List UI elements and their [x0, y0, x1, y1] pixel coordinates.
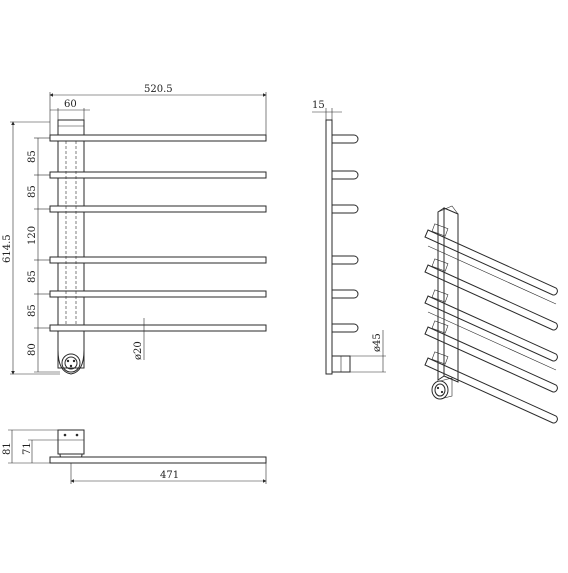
iso-brackets	[431, 223, 449, 365]
front-bar-5	[49, 290, 267, 298]
dim-spacing-4: 85	[27, 270, 38, 283]
front-view: 520.5 60 614.5 85 85 120 85 85 80	[2, 84, 267, 375]
dim-bar-diameter: ø20	[133, 341, 144, 360]
front-bar-6	[49, 324, 267, 332]
dim-spacing-5: 85	[27, 304, 38, 317]
dim-post-width: 60	[64, 99, 77, 110]
dim-spacing-6: 80	[27, 343, 38, 356]
isometric-view	[424, 205, 558, 424]
iso-heater-cap	[431, 377, 453, 400]
top-mount-block	[57, 429, 85, 455]
side-wall-plate	[325, 119, 333, 375]
side-view: 15 ø45	[312, 100, 386, 375]
dim-top-depth-mount: 71	[22, 442, 33, 455]
front-bar-4	[49, 256, 267, 264]
front-heater-cap	[61, 353, 81, 373]
top-view: 81 71 471	[2, 429, 267, 484]
dim-spacing-1: 85	[27, 150, 38, 163]
dim-side-depth: 15	[312, 100, 325, 111]
top-bar	[49, 456, 267, 464]
dim-overall-width: 520.5	[144, 84, 173, 95]
dim-top-bar-length: 471	[160, 470, 179, 481]
dim-spacing-2: 85	[27, 185, 38, 198]
dim-top-depth-total: 81	[2, 442, 13, 455]
front-bars	[49, 134, 267, 332]
dim-spacing-3: 120	[27, 226, 38, 245]
front-bar-1	[49, 134, 267, 142]
iso-bars	[424, 229, 558, 424]
front-post	[57, 119, 85, 369]
side-bars	[332, 134, 359, 333]
dim-overall-height: 614.5	[2, 234, 13, 263]
front-bar-2	[49, 171, 267, 179]
dim-base-diameter: ø45	[372, 333, 383, 352]
spacing-ticks	[34, 137, 60, 373]
front-bar-3	[49, 205, 267, 213]
